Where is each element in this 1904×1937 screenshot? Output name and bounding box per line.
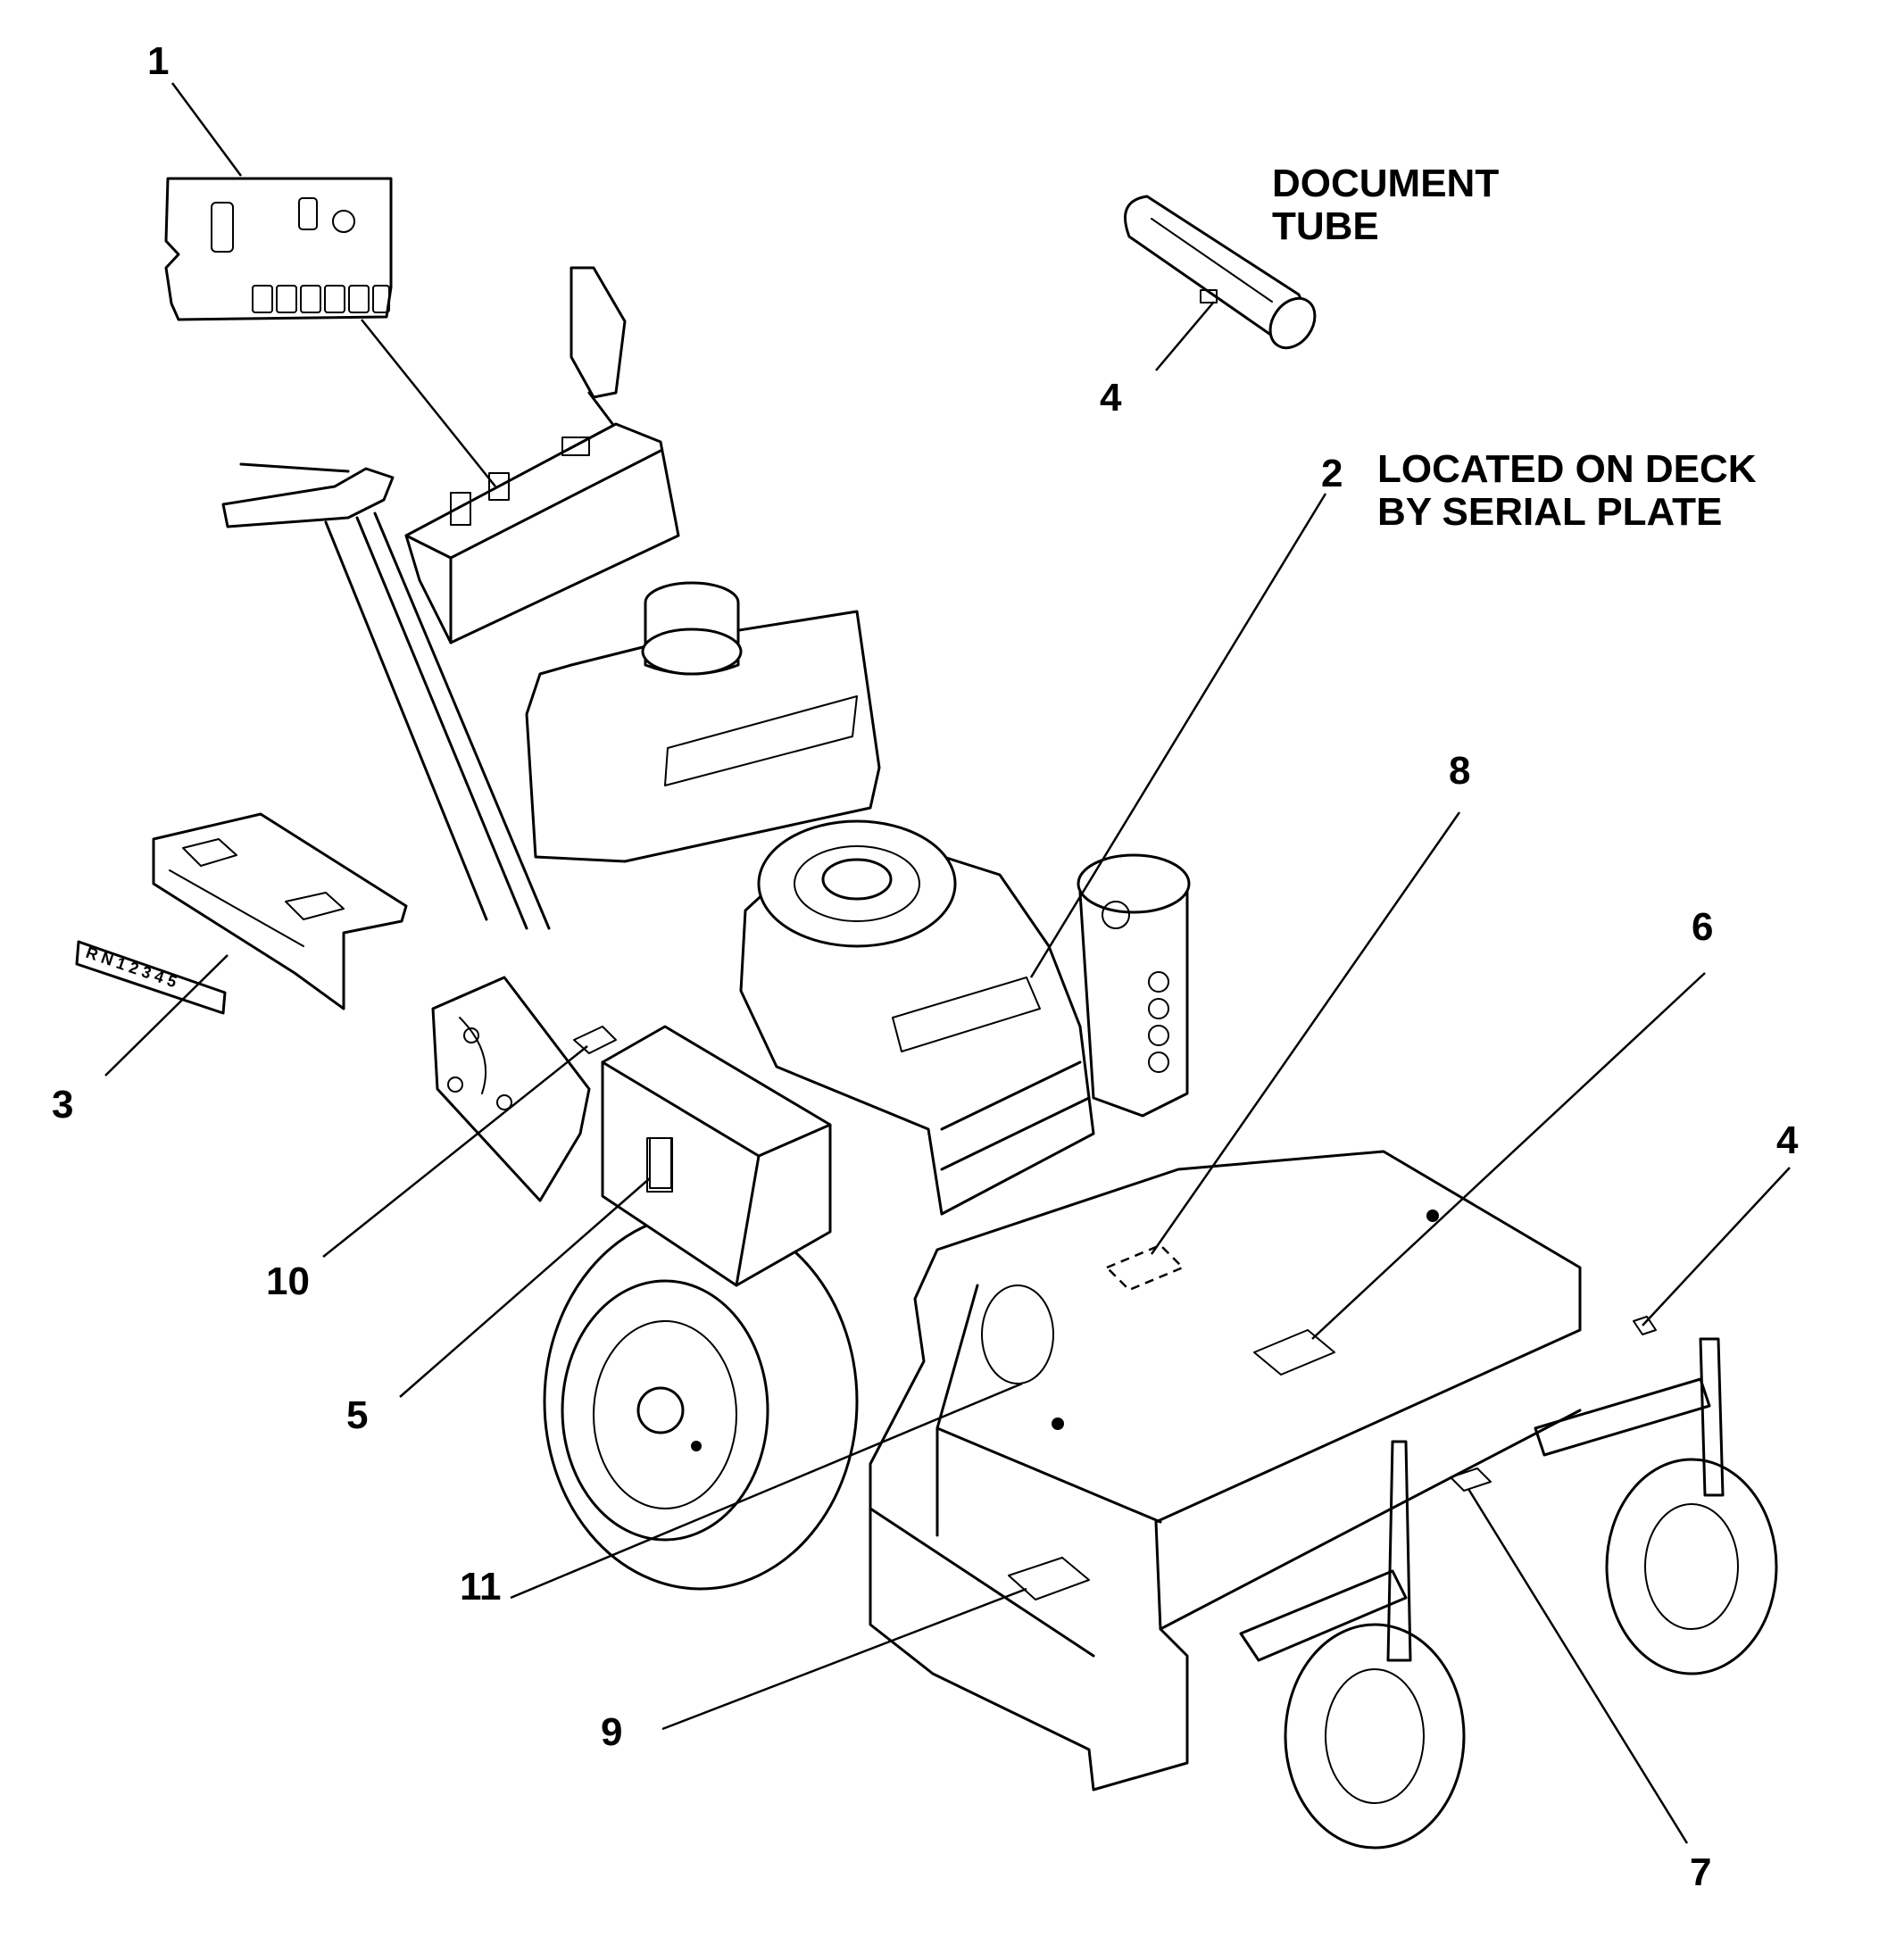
callout-labels: 1 2 3 4 4 5 6 7 8 9 10 11 (52, 39, 1799, 1894)
caster-wheel-right (1534, 1337, 1778, 1675)
callout-10: 10 (266, 1259, 310, 1303)
callout-4-tube: 4 (1100, 376, 1122, 420)
callout-2: 2 (1321, 452, 1343, 495)
callout-11: 11 (460, 1565, 502, 1609)
callout-6: 6 (1692, 905, 1713, 949)
caster-wheel-left (1239, 1440, 1466, 1850)
fuel-tank (525, 581, 881, 863)
side-panel (431, 976, 591, 1202)
decal-3-speed-strip: R N 1 2 3 4 5 (75, 940, 227, 1015)
battery-box (601, 1025, 832, 1287)
callout-8: 8 (1449, 749, 1470, 793)
document-tube (1124, 195, 1317, 350)
notes: DOCUMENT TUBE LOCATED ON DECK BY SERIAL … (1272, 162, 1757, 534)
mower-deck (869, 1150, 1582, 1792)
callout-7: 7 (1690, 1850, 1711, 1894)
note-document-tube-1: DOCUMENT (1272, 162, 1499, 205)
note-document-tube-2: TUBE (1272, 204, 1379, 248)
decal-markers (573, 1026, 1657, 1600)
speed-plate-bracket (152, 812, 408, 1010)
callout-4-deck: 4 (1776, 1118, 1799, 1162)
leader-lines (104, 82, 1791, 1844)
control-box (404, 422, 680, 644)
callout-5: 5 (346, 1393, 368, 1437)
callout-9: 9 (601, 1710, 622, 1754)
callout-3: 3 (52, 1083, 73, 1126)
note-deck-1: LOCATED ON DECK (1377, 447, 1757, 491)
rear-wheel (543, 1212, 859, 1591)
engine (739, 819, 1095, 1216)
air-cleaner (1077, 853, 1191, 1118)
callout-1: 1 (147, 39, 169, 83)
decal-1-control-panel (164, 177, 393, 321)
note-deck-2: BY SERIAL PLATE (1377, 490, 1722, 534)
svg-text:R N 1 2 3 4 5: R N 1 2 3 4 5 (84, 944, 179, 991)
